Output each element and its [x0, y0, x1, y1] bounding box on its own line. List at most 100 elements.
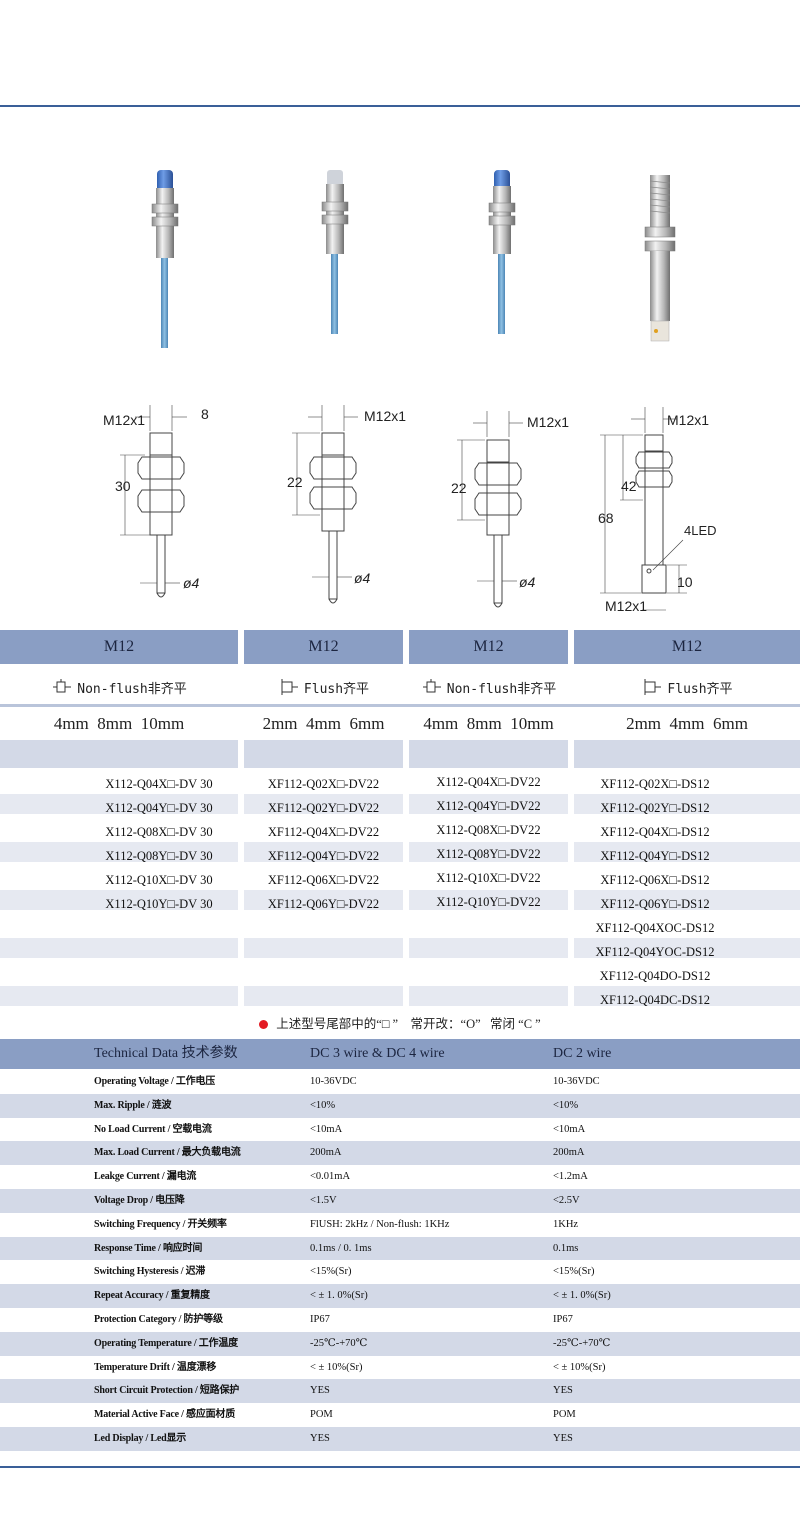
spec-value-3-4-wire: < ± 1. 0%(Sr) — [310, 1290, 368, 1302]
row-stripe — [409, 890, 568, 910]
dim-thread-label: M12x1 — [364, 408, 406, 424]
dim-b-label: 68 — [598, 510, 614, 526]
spec-name: Led Display / Led显示 — [94, 1433, 187, 1444]
non-flush-mount-icon — [422, 679, 441, 693]
spec-row: Operating Temperature / 工作温度 -25℃-+70℃ -25… — [0, 1331, 800, 1356]
spec-row: Max. Load Current / 最大负载电流 200mA 200mA — [0, 1141, 800, 1166]
suffix-note: 上述型号尾部中的“□ ” 常开改：“O” 常闭 “C ” — [0, 1013, 800, 1032]
sensing-distance-label: 2mm 4mm 6mm — [262, 714, 385, 733]
dim-cable-label: ø4 — [519, 574, 536, 590]
spec-table-header: Technical Data 技术参数 DC 3 wire & DC 4 wir… — [0, 1039, 800, 1069]
model-number: X112-Q08X□-DV 30 — [105, 825, 213, 839]
sensor-photo-2 — [321, 170, 349, 334]
suffix-note-text: 上述型号尾部中的“□ ” 常开改：“O” 常闭 “C ” — [276, 1017, 541, 1031]
spec-row: Temperature Drift / 温度漂移< ± 10%(Sr)< ± 1… — [0, 1355, 800, 1380]
spec-name: Operating Temperature / 工作温度 — [94, 1337, 238, 1349]
mount-type-label: Non-flush非齐平 — [0, 670, 238, 704]
row-stripe — [574, 794, 800, 814]
dim-bottom-label: M12x1 — [605, 598, 647, 614]
spec-value-2-wire: 10-36VDC — [553, 1076, 600, 1087]
sensor-photo-3 — [488, 170, 516, 334]
dimension-drawing-3: M12x1 22 ø4 — [451, 411, 569, 608]
model-number: X112-Q04X□-DV 30 — [105, 777, 213, 791]
mount-type-text: Flush齐平 — [667, 681, 733, 697]
model-number: X112-Q08Y□-DV22 — [436, 847, 541, 861]
spec-value-2-wire: 200mA — [553, 1147, 585, 1159]
dimension-drawings: M12x1 8 30 ø4 M12x1 22 ø4 — [0, 395, 800, 620]
spec-name: Repeat Accuracy / 重复精度 — [94, 1290, 210, 1302]
mount-type-text: Non-flush非齐平 — [446, 681, 557, 697]
spec-value-3-4-wire: <10% — [310, 1099, 336, 1111]
divider — [0, 704, 800, 707]
spec-name: Switching Frequency / 开关频率 — [94, 1218, 227, 1230]
row-stripe — [244, 890, 403, 910]
thread-header-bar — [0, 630, 238, 664]
model-number: X112-Q10Y□-DV 30 — [105, 897, 213, 911]
spec-row: No Load Current / 空载电流<10mA<10mA — [0, 1117, 800, 1142]
spec-value-3-4-wire: YES — [310, 1433, 330, 1444]
spec-row: Max. Ripple / 涟波<10%<10% — [0, 1093, 800, 1118]
row-stripe — [409, 794, 568, 814]
row-stripe — [0, 842, 238, 862]
spec-value-2-wire: <2.5V — [553, 1195, 580, 1206]
row-stripe — [574, 986, 800, 1006]
spec-value-2-wire: YES — [553, 1433, 573, 1444]
spec-value-3-4-wire: <15%(Sr) — [310, 1266, 352, 1278]
spec-value-2-wire: YES — [553, 1385, 573, 1397]
row-stripe — [244, 842, 403, 862]
thread-label: M12 — [671, 638, 703, 655]
model-number: XF112-Q04XOC-DS12 — [595, 921, 715, 935]
dim-a-label: 42 — [621, 478, 637, 494]
spec-value-2-wire: <15%(Sr) — [553, 1266, 595, 1278]
spec-value-3-4-wire: -25℃-+70℃ — [310, 1337, 368, 1349]
mount-type-text: Non-flush非齐平 — [77, 681, 187, 697]
spec-name: Max. Load Current / 最大负载电流 — [94, 1147, 241, 1159]
spec-value-2-wire: < ± 1. 0%(Sr) — [553, 1290, 611, 1302]
spec-name: Leakge Current / 漏电流 — [94, 1171, 197, 1183]
spec-value-3-4-wire: 200mA — [310, 1147, 342, 1159]
spec-row: Voltage Drop / 电压降 <1.5V <2.5V — [0, 1189, 800, 1213]
spec-value-2-wire: POM — [553, 1409, 576, 1421]
dim-a-label: 8 — [201, 406, 209, 422]
non-flush-mount-icon — [53, 679, 72, 693]
sensor-photo-1 — [151, 170, 179, 348]
sensing-distance-label: 4mm 8mm 10mm — [53, 714, 185, 733]
model-number: XF112-Q02X□-DS12 — [600, 777, 710, 791]
red-bullet-icon — [259, 1020, 269, 1029]
spec-value-3-4-wire: <1.5V — [310, 1195, 337, 1206]
spec-value-2-wire: <10mA — [553, 1123, 586, 1135]
model-number: XF112-Q06Y□-DS12 — [600, 897, 710, 911]
row-stripe — [574, 938, 800, 958]
spec-value-2-wire: 0.1ms — [553, 1242, 579, 1254]
dim-b-label: 22 — [287, 474, 303, 490]
spec-row: Short Circuit Protection / 短路保护 YES YES — [0, 1379, 800, 1404]
spec-value-3-4-wire: YES — [310, 1385, 330, 1397]
sensing-distance-label: 2mm 4mm 6mm — [626, 714, 748, 733]
mount-type-label: Non-flush非齐平 — [409, 670, 568, 704]
flush-mount-icon — [281, 679, 298, 695]
model-grid: M12 M12 M12 M12 Non-flush非齐平 Flush齐平 Non… — [0, 630, 800, 1010]
spec-value-2-wire: -25℃-+70℃ — [553, 1337, 611, 1349]
spec-value-2-wire: IP67 — [553, 1314, 573, 1325]
bottom-rule — [0, 1466, 800, 1468]
spec-value-3-4-wire: <10mA — [310, 1123, 343, 1135]
model-number: XF112-Q04Y□-DS12 — [600, 849, 710, 863]
spec-name: Short Circuit Protection / 短路保护 — [94, 1385, 240, 1397]
blank-header-bar — [574, 740, 800, 768]
model-number: XF112-Q02Y□-DV22 — [267, 801, 380, 815]
dim-cable-label: ø4 — [183, 575, 200, 591]
thread-label: M12 — [308, 638, 339, 655]
spec-header-param: Technical Data 技术参数 — [94, 1046, 238, 1061]
spec-name: Voltage Drop / 电压降 — [94, 1195, 185, 1206]
blank-header-bar — [0, 740, 238, 768]
model-number: XF112-Q02Y□-DS12 — [600, 801, 710, 815]
spec-value-3-4-wire: 10-36VDC — [310, 1076, 357, 1087]
model-number: X112-Q10X□-DV 30 — [105, 873, 213, 887]
spec-value-3-4-wire: IP67 — [310, 1314, 330, 1325]
dimension-drawing-4: M12x1 42 68 4LED 10 M12x1 — [598, 407, 717, 614]
spec-value-2-wire: <1.2mA — [553, 1171, 588, 1183]
flush-mount-icon — [644, 679, 662, 695]
spec-name: Max. Ripple / 涟波 — [94, 1099, 172, 1111]
